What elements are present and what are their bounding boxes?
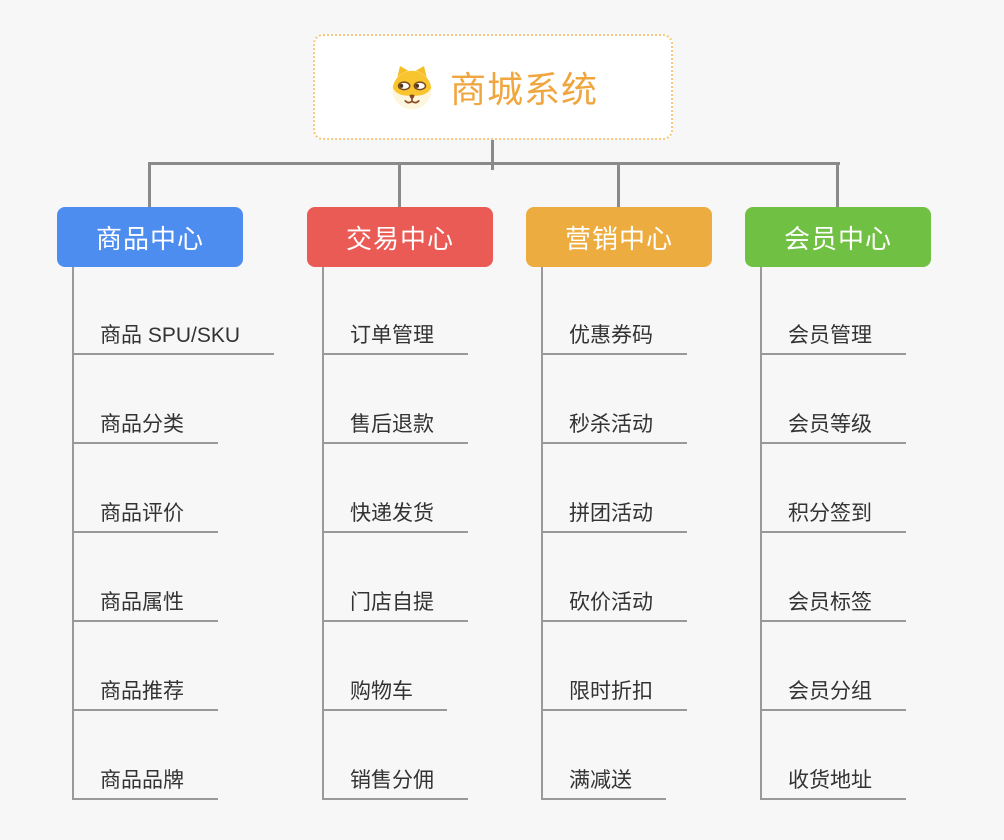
leaf-node[interactable]: 积分签到 bbox=[760, 497, 906, 533]
leaf-node[interactable]: 商品评价 bbox=[72, 497, 218, 533]
connector-drop bbox=[398, 162, 401, 208]
leaf-node[interactable]: 会员管理 bbox=[760, 319, 906, 355]
branch-header-product-center[interactable]: 商品中心 bbox=[57, 207, 243, 267]
connector-branch-line bbox=[541, 266, 543, 800]
connector-drop bbox=[836, 162, 839, 208]
root-node-mall-system[interactable]: 商城系统 bbox=[313, 34, 673, 140]
leaf-node[interactable]: 会员分组 bbox=[760, 675, 906, 711]
branch-header-trade-center[interactable]: 交易中心 bbox=[307, 207, 493, 267]
leaf-node[interactable]: 优惠券码 bbox=[541, 319, 687, 355]
leaf-node[interactable]: 限时折扣 bbox=[541, 675, 687, 711]
leaf-node[interactable]: 购物车 bbox=[322, 675, 447, 711]
connector-horizontal-rail bbox=[148, 162, 840, 165]
leaf-node[interactable]: 会员等级 bbox=[760, 408, 906, 444]
leaf-node[interactable]: 拼团活动 bbox=[541, 497, 687, 533]
branch-header-member-center[interactable]: 会员中心 bbox=[745, 207, 931, 267]
leaf-node[interactable]: 满减送 bbox=[541, 764, 666, 800]
connector-root-stub bbox=[491, 140, 494, 170]
leaf-node[interactable]: 订单管理 bbox=[322, 319, 468, 355]
leaf-node[interactable]: 商品分类 bbox=[72, 408, 218, 444]
dog-face-icon bbox=[392, 66, 432, 110]
leaf-node[interactable]: 门店自提 bbox=[322, 586, 468, 622]
leaf-node[interactable]: 收货地址 bbox=[760, 764, 906, 800]
leaf-node[interactable]: 会员标签 bbox=[760, 586, 906, 622]
connector-drop bbox=[617, 162, 620, 208]
leaf-node[interactable]: 商品属性 bbox=[72, 586, 218, 622]
leaf-node[interactable]: 销售分佣 bbox=[322, 764, 468, 800]
leaf-node[interactable]: 砍价活动 bbox=[541, 586, 687, 622]
leaf-node[interactable]: 商品品牌 bbox=[72, 764, 218, 800]
leaf-node[interactable]: 售后退款 bbox=[322, 408, 468, 444]
connector-drop bbox=[148, 162, 151, 208]
connector-branch-line bbox=[322, 266, 324, 800]
connector-branch-line bbox=[760, 266, 762, 800]
leaf-node[interactable]: 秒杀活动 bbox=[541, 408, 687, 444]
connector-branch-line bbox=[72, 266, 74, 800]
leaf-node[interactable]: 快递发货 bbox=[322, 497, 468, 533]
leaf-node[interactable]: 商品 SPU/SKU bbox=[72, 319, 275, 355]
leaf-node[interactable]: 商品推荐 bbox=[72, 675, 218, 711]
root-title: 商城系统 bbox=[449, 69, 598, 110]
branch-header-marketing-center[interactable]: 营销中心 bbox=[526, 207, 712, 267]
